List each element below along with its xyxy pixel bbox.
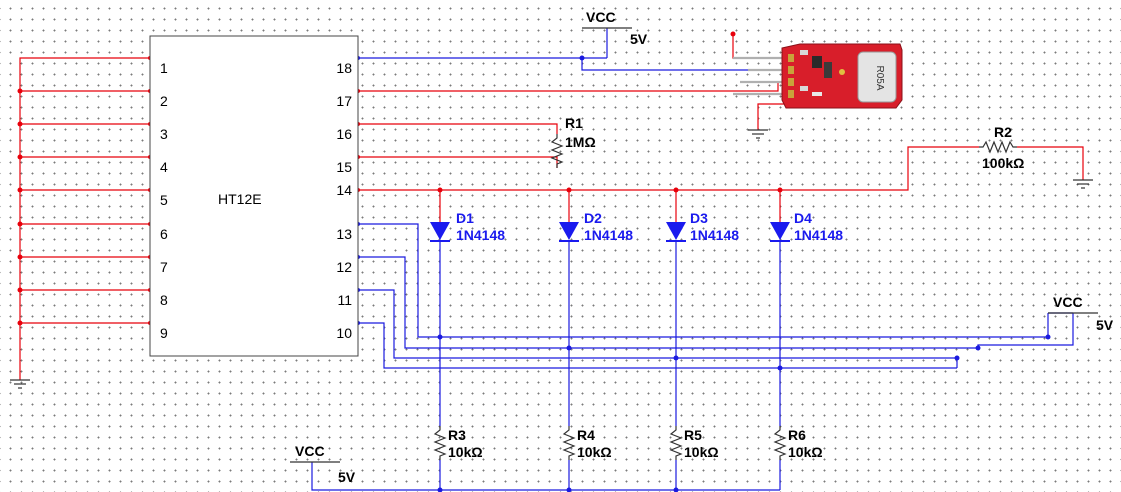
diode-ref: D3 <box>690 210 708 226</box>
pin-label: 10 <box>336 325 352 341</box>
ground-symbol-r2 <box>1073 179 1093 189</box>
resistor-value: 10kΩ <box>577 444 612 460</box>
resistor-value: 1MΩ <box>565 134 596 150</box>
pin-label: 5 <box>160 192 168 208</box>
diode-part: 1N4148 <box>584 227 633 243</box>
vcc-value: 5V <box>1096 317 1114 333</box>
diode-part: 1N4148 <box>794 227 843 243</box>
ground-symbol-left <box>10 379 30 389</box>
resistor-value: 10kΩ <box>684 444 719 460</box>
diode-d4[interactable]: D4 1N4148 <box>770 210 843 243</box>
resistor-value: 100kΩ <box>982 155 1024 171</box>
pin-label: 18 <box>336 60 352 76</box>
pin-label: 17 <box>336 93 352 109</box>
pin-label: 6 <box>160 226 168 242</box>
diode-ref: D1 <box>456 210 474 226</box>
resistor-r3[interactable]: R3 10kΩ <box>433 426 483 460</box>
diode-d3[interactable]: D3 1N4148 <box>666 210 739 243</box>
pin-label: 4 <box>160 159 168 175</box>
resistor-r5[interactable]: R5 10kΩ <box>669 426 719 460</box>
pin-label: 16 <box>336 126 352 142</box>
resistor-ref: R4 <box>577 427 595 443</box>
resistor-ref: R3 <box>448 427 466 443</box>
resistor-ref: R5 <box>684 427 702 443</box>
resistor-r1[interactable]: R1 1MΩ <box>550 115 596 168</box>
vcc-label: VCC <box>586 9 616 25</box>
pin-label: 1 <box>160 60 168 76</box>
chip-right-pin-numbers: 18 17 16 15 14 13 12 11 10 <box>336 60 352 341</box>
pin-label: 13 <box>336 226 352 242</box>
vcc-label: VCC <box>295 443 325 459</box>
junctions <box>437 55 1051 492</box>
vcc-symbol-top: VCC 5V <box>582 9 648 47</box>
resistor-value: 10kΩ <box>448 444 483 460</box>
vcc-label: VCC <box>1053 294 1083 310</box>
pin-label: 7 <box>160 259 168 275</box>
module-marking: R05A <box>874 65 885 90</box>
pin-label: 9 <box>160 325 168 341</box>
resistor-ref: R6 <box>788 427 806 443</box>
ht12e-chip[interactable]: HT12E 1 2 3 4 5 6 7 8 9 18 17 16 15 14 1… <box>149 35 359 357</box>
resistor-value: 10kΩ <box>788 444 823 460</box>
rf-transmitter-module[interactable]: R05A <box>733 43 903 109</box>
diode-d2[interactable]: D2 1N4148 <box>559 210 633 243</box>
vcc-symbol-bottom: VCC 5V <box>290 443 356 485</box>
pin-label: 14 <box>336 182 352 198</box>
resistor-r6[interactable]: R6 10kΩ <box>773 426 823 460</box>
resistor-ref: R2 <box>994 124 1012 140</box>
pin-label: 2 <box>160 93 168 109</box>
diode-ref: D4 <box>794 210 812 226</box>
chip-left-pin-numbers: 1 2 3 4 5 6 7 8 9 <box>160 60 168 341</box>
module-pins <box>733 56 790 96</box>
resistor-r2[interactable]: R2 100kΩ <box>979 124 1024 171</box>
pin-label: 8 <box>160 292 168 308</box>
resistor-r4[interactable]: R4 10kΩ <box>562 426 612 460</box>
red-junctions <box>17 31 783 326</box>
blue-wires <box>311 28 1074 491</box>
vcc-value: 5V <box>630 31 648 47</box>
pin-label: 15 <box>336 159 352 175</box>
diode-part: 1N4148 <box>690 227 739 243</box>
pin-label: 3 <box>160 126 168 142</box>
diode-ref: D2 <box>584 210 602 226</box>
vcc-value: 5V <box>338 469 356 485</box>
pin-label: 12 <box>336 259 352 275</box>
diode-part: 1N4148 <box>456 227 505 243</box>
resistor-ref: R1 <box>565 115 583 131</box>
vcc-symbol-right: VCC 5V <box>1048 294 1114 333</box>
diode-d1[interactable]: D1 1N4148 <box>430 210 505 243</box>
module-pads <box>788 54 794 98</box>
chip-name: HT12E <box>218 191 262 207</box>
pin-label: 11 <box>337 292 352 308</box>
ground-symbol-module <box>748 129 768 139</box>
